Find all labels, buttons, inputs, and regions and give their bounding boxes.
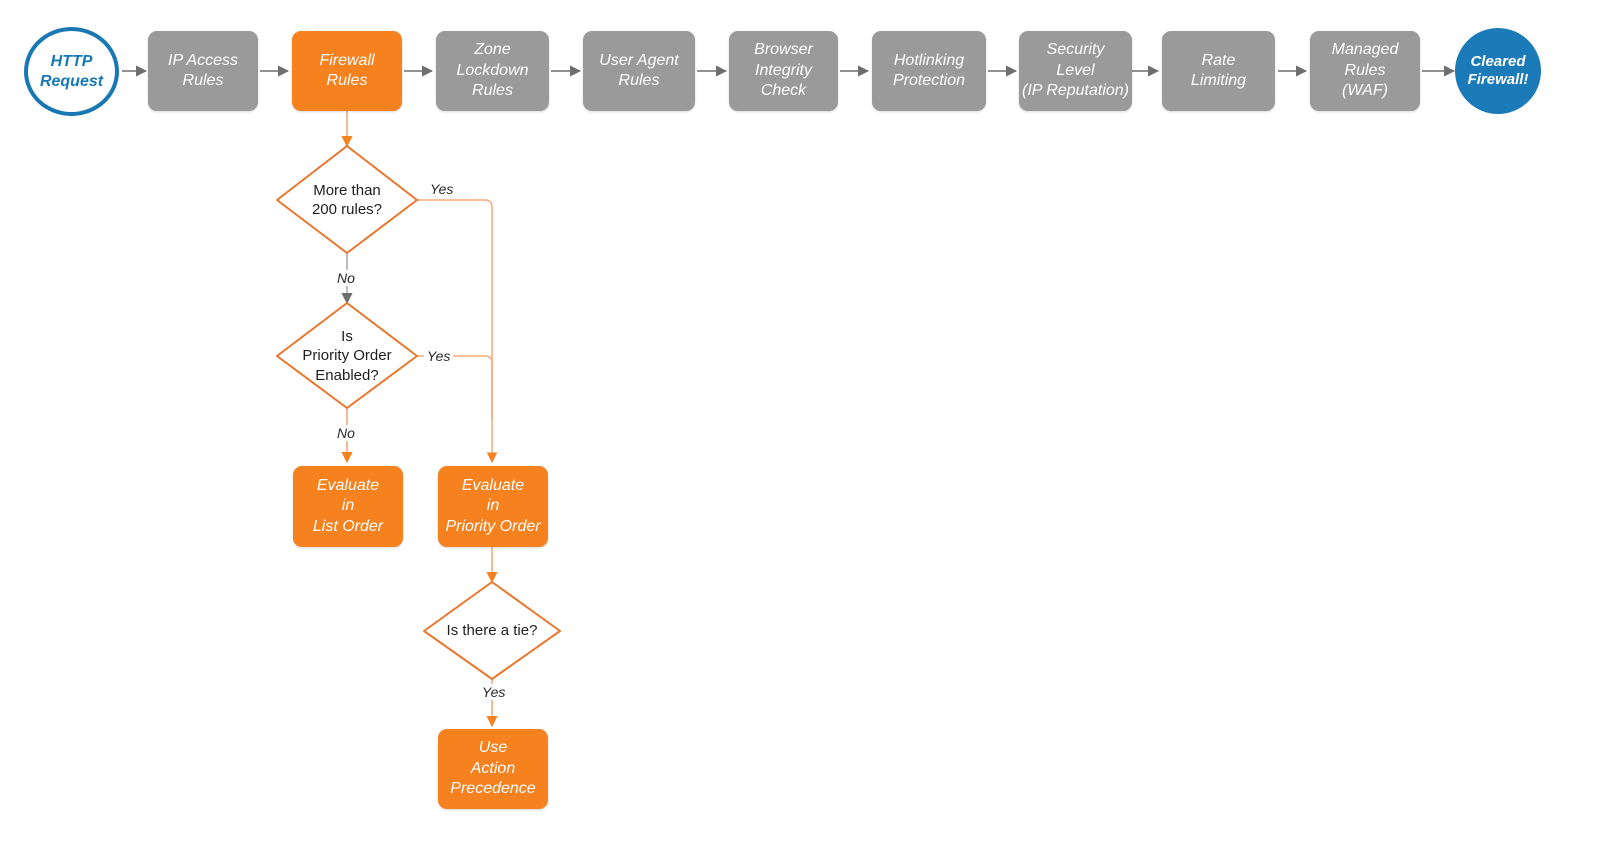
- edge-decision2-yes: [417, 355, 493, 420]
- stage-label: Rate Limiting: [1190, 51, 1247, 89]
- edge-label-decision1-no: No: [334, 270, 358, 286]
- end-node-cleared-firewall[interactable]: Cleared Firewall!: [1455, 28, 1541, 114]
- stage-label: Firewall Rules: [319, 51, 375, 89]
- edge-label-decision2-no: No: [334, 425, 358, 441]
- edge-label-decision1-yes: Yes: [427, 181, 457, 197]
- stage-label: Zone Lockdown Rules: [456, 41, 529, 100]
- stage-label: Managed Rules (WAF): [1331, 41, 1399, 100]
- decision-label: More than 200 rules?: [311, 181, 383, 219]
- stage-security-level-ip-reputation[interactable]: Security Level (IP Reputation): [1019, 31, 1132, 111]
- decision-is-there-a-tie[interactable]: Is there a tie?: [424, 582, 560, 680]
- stage-firewall-rules[interactable]: Firewall Rules: [292, 31, 402, 111]
- stage-rate-limiting[interactable]: Rate Limiting: [1162, 31, 1275, 111]
- edge-decision1-yes: [417, 199, 498, 464]
- stage-label: User Agent Rules: [599, 51, 679, 89]
- decision-more-than-200-rules[interactable]: More than 200 rules?: [277, 146, 417, 254]
- stage-label: Browser Integrity Check: [754, 41, 813, 100]
- edge-label-decision2-yes: Yes: [424, 348, 454, 364]
- start-node-http-request[interactable]: HTTP Request: [24, 27, 119, 116]
- stage-label: Security Level (IP Reputation): [1021, 41, 1129, 100]
- stage-browser-integrity-check[interactable]: Browser Integrity Check: [729, 31, 838, 111]
- outcome-label: Evaluate in Priority Order: [445, 476, 541, 535]
- outcome-label: Use Action Precedence: [450, 739, 536, 798]
- edge-label-tie-yes: Yes: [479, 684, 509, 700]
- start-node-label: HTTP Request: [39, 52, 104, 90]
- stage-zone-lockdown-rules[interactable]: Zone Lockdown Rules: [436, 31, 549, 111]
- stage-label: IP Access Rules: [168, 51, 238, 89]
- stage-managed-rules-waf[interactable]: Managed Rules (WAF): [1310, 31, 1420, 111]
- decision-label: Is Priority Order Enabled?: [302, 327, 392, 384]
- stage-user-agent-rules[interactable]: User Agent Rules: [583, 31, 695, 111]
- stage-label: Hotlinking Protection: [892, 51, 966, 89]
- decision-is-priority-order-enabled[interactable]: Is Priority Order Enabled?: [277, 303, 417, 409]
- outcome-use-action-precedence[interactable]: Use Action Precedence: [438, 729, 548, 809]
- stage-ip-access-rules[interactable]: IP Access Rules: [148, 31, 258, 111]
- end-node-label: Cleared Firewall!: [1467, 52, 1529, 88]
- stage-hotlinking-protection[interactable]: Hotlinking Protection: [872, 31, 986, 111]
- outcome-evaluate-in-priority-order[interactable]: Evaluate in Priority Order: [438, 466, 548, 547]
- outcome-label: Evaluate in List Order: [312, 476, 384, 535]
- decision-label: Is there a tie?: [446, 622, 538, 640]
- outcome-evaluate-in-list-order[interactable]: Evaluate in List Order: [293, 466, 403, 547]
